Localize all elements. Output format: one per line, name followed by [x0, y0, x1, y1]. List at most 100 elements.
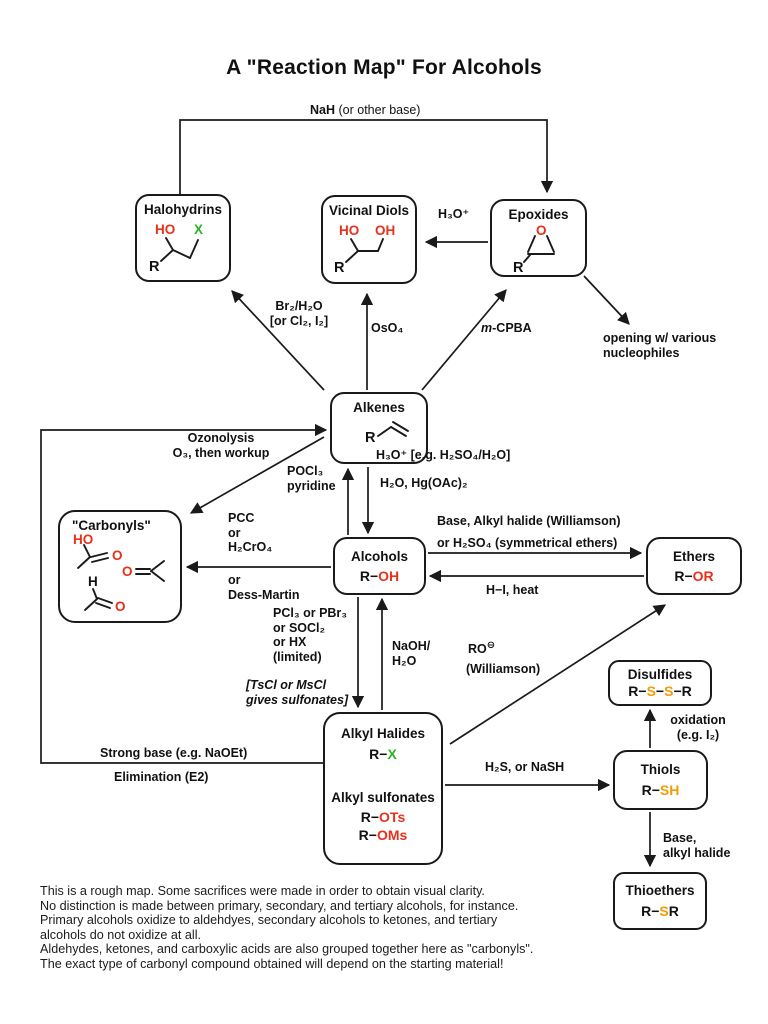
label-mcpba-rest: -CPBA: [492, 321, 532, 335]
label-tscl-mscl: [TsCl or MsCl gives sulfonates]: [246, 678, 348, 707]
label-oxidation-line2: (e.g. I₂): [676, 727, 720, 742]
formula-r: R−: [628, 683, 647, 699]
label-pocl3: POCl₃ pyridine: [287, 464, 336, 493]
label-williamson-2: or H₂SO₄ (symmetrical ethers): [437, 536, 618, 550]
label-ro-williamson: (Williamson): [466, 662, 541, 676]
label-hydration-1: H₃O⁺ [e.g. H₂SO₄/H₂O]: [376, 448, 511, 462]
label-pocl3-line2: pyridine: [287, 478, 336, 493]
alkyl-halide-formula: R−X: [325, 746, 441, 762]
arrow-elimination-to-alkene: [40, 423, 328, 764]
node-ethers: Ethers R−OR: [646, 537, 742, 595]
arrow-epoxide-opening: [583, 275, 630, 325]
alkyl-sulfonates-title: Alkyl sulfonates: [331, 790, 435, 805]
atom-r: R: [365, 430, 376, 446]
ethers-formula: R−OR: [648, 568, 740, 584]
atom-h: H: [88, 574, 98, 589]
atom-ho: HO: [155, 222, 175, 237]
label-halide-line1: PCl₃ or PBr₃: [273, 606, 348, 620]
label-base-line1: Base,: [663, 831, 697, 845]
atom-o-ketone: O: [122, 564, 133, 579]
footnote-line: alcohols do not oxidize at all.: [40, 927, 202, 942]
carbonyl-structures: HO O O H O: [73, 533, 165, 614]
node-carbonyls: "Carbonyls" HO O O H O: [58, 510, 182, 623]
formula-ots: OTs: [379, 809, 406, 825]
node-alkenes-title: Alkenes: [353, 400, 405, 415]
arrow-alcohol-to-epoxide-nah: [179, 119, 554, 195]
label-pcc-line1: PCC: [228, 511, 255, 525]
label-dm-line1: or: [228, 573, 241, 587]
label-pcc-line2: or: [228, 525, 241, 540]
node-thiols: Thiols R−SH: [613, 750, 708, 810]
atom-o: O: [536, 223, 547, 238]
atom-x: X: [194, 222, 203, 237]
label-thiol-oxidation: oxidation (e.g. I₂): [658, 713, 738, 742]
node-thioethers-title: Thioethers: [625, 883, 695, 898]
atom-o-acid: O: [112, 548, 123, 563]
page-title: A "Reaction Map" For Alcohols: [226, 56, 542, 79]
node-alcohols: Alcohols R−OH: [333, 537, 426, 595]
node-alkyl-halides-title: Alkyl Halides: [340, 726, 426, 741]
node-epoxides-title: Epoxides: [508, 207, 569, 222]
label-ro-anion: RO⊖: [468, 640, 495, 659]
node-thioethers: Thioethers R−SR: [613, 872, 707, 930]
alkene-structure: R: [365, 421, 409, 446]
footnote-line: Aldehydes, ketones, and carboxylic acids…: [40, 942, 534, 957]
formula-r: R: [668, 903, 679, 919]
disulfide-formula: R−S−S−R: [610, 683, 710, 699]
footnote-line: This is a rough map. Some sacrifices wer…: [40, 884, 485, 898]
node-disulfides: Disulfides R−S−S−R: [608, 660, 712, 706]
label-base-line2: alkyl halide: [663, 845, 731, 860]
label-halide-reagents: PCl₃ or PBr₃ or SOCl₂ or HX (limited): [273, 606, 347, 664]
node-vicinal-diols: Vicinal Diols HO OH R: [321, 195, 417, 284]
formula-r: −R: [673, 683, 692, 699]
label-epoxide-opening: opening w/ various nucleophiles: [603, 331, 716, 360]
formula-dash: −: [655, 683, 665, 699]
atom-ho: HO: [339, 223, 359, 238]
atom-oh: OH: [375, 223, 395, 238]
label-naoh: NaOH/ H₂O: [392, 639, 430, 668]
node-vicinal-diols-title: Vicinal Diols: [328, 203, 410, 218]
label-halogenation-line2: [or Cl₂, I₂]: [269, 313, 329, 328]
label-hi-heat: H−I, heat: [486, 583, 539, 597]
label-ozonolysis: Ozonolysis O₃, then workup: [168, 431, 274, 460]
alcohols-formula: R−OH: [335, 568, 424, 584]
diol-structure: HO OH R: [334, 223, 395, 276]
label-nah-rest: (or other base): [335, 103, 421, 117]
label-opening-line2: nucleophiles: [603, 345, 680, 360]
thioether-formula: R−SR: [615, 903, 705, 919]
label-elimination: Elimination (E2): [114, 770, 209, 784]
label-dess-martin: or Dess-Martin: [228, 573, 300, 602]
label-strong-base: Strong base (e.g. NaOEt): [100, 746, 248, 760]
label-halide-line3: or HX: [273, 635, 307, 650]
label-ozonolysis-line2: O₃, then workup: [172, 445, 270, 460]
label-h3o-epoxide: H₃O⁺: [438, 207, 470, 221]
formula-s: S: [664, 683, 674, 699]
atom-r: R: [513, 260, 524, 274]
node-alkyl-halides: Alkyl Halides R−X Alkyl sulfonates R−OTs…: [323, 712, 443, 865]
formula-r: R−: [641, 782, 660, 798]
formula-oms: OMs: [376, 827, 408, 843]
node-carbonyls-title: "Carbonyls": [72, 518, 151, 533]
node-ethers-title: Ethers: [672, 548, 716, 564]
label-naoh-line2: H₂O: [392, 653, 417, 668]
formula-r: R−: [369, 746, 388, 762]
label-opening-line1: opening w/ various: [603, 331, 717, 345]
label-nah-bold: NaH: [310, 103, 336, 117]
label-nah: NaH (or other base): [310, 103, 420, 118]
label-tscl-line2: gives sulfonates]: [246, 692, 349, 707]
footnote-line: The exact type of carbonyl compound obta…: [40, 956, 504, 971]
arrow-alkene-to-halohydrin: [231, 290, 325, 391]
label-mcpba: m-CPBA: [481, 321, 532, 336]
formula-r: R−: [359, 567, 379, 584]
epoxide-structure: O R: [513, 223, 555, 274]
formula-s: S: [646, 683, 656, 699]
formula-r: R−: [360, 809, 380, 825]
node-alkenes: Alkenes R: [330, 392, 428, 464]
tosylate-formula: R−OTs: [325, 809, 441, 825]
arrow-halide-to-ether-williamson: [449, 604, 667, 745]
atom-r: R: [149, 259, 160, 275]
node-disulfides-title: Disulfides: [627, 667, 693, 682]
label-base-alkyl-halide: Base, alkyl halide: [663, 831, 730, 860]
formula-r: R−: [674, 567, 693, 584]
